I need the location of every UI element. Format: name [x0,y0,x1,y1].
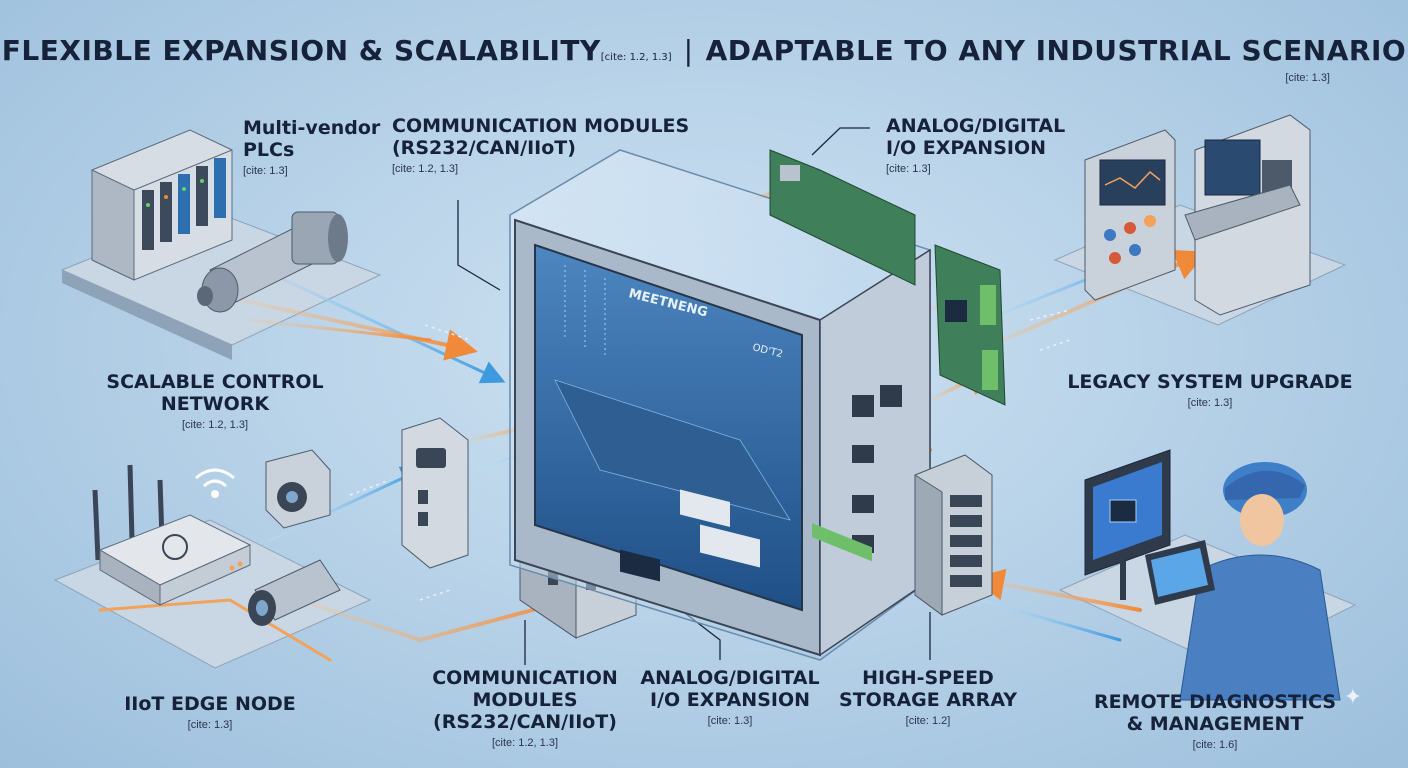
label-legacy: LEGACY SYSTEM UPGRADE [cite: 1.3] [1060,371,1360,409]
label-iiot-line1: IIoT EDGE NODE [124,693,296,715]
plc-rack-icon [91,129,233,281]
io-board-icon [769,149,916,562]
label-remote-cite: [cite: 1.6] [1192,738,1238,751]
io-module-icon [401,417,469,569]
operator-icon [1084,449,1341,701]
title-right: ADAPTABLE TO ANY INDUSTRIAL SCENARIO [705,34,1407,67]
control-cabinet-icon [1084,114,1311,316]
storage-array-icon [914,454,993,616]
title-left: FLEXIBLE EXPANSION & SCALABILITY [1,34,601,67]
label-plcs: Multi-vendor PLCs [cite: 1.3] [243,117,381,177]
sparkle-icon: ✦ [1343,684,1362,709]
label-io-top-line1: ANALOG/DIGITAL [886,115,1066,137]
label-storage-line2: STORAGE ARRAY [839,688,1017,711]
label-remote-line2: & MANAGEMENT [1126,712,1304,735]
label-comm-top: COMMUNICATION MODULES (RS232/CAN/IIoT) [… [392,115,690,175]
servo-motor-icon [197,211,348,313]
title-right-cite: [cite: 1.3] [1285,72,1330,84]
label-remote: REMOTE DIAGNOSTICS & MANAGEMENT [cite: 1… [1090,691,1340,751]
label-comm-bottom-line1: COMMUNICATION [432,667,618,689]
label-io-top-cite: [cite: 1.3] [886,162,931,175]
wifi-icon [195,468,235,498]
label-io-top-line2: I/O EXPANSION [886,136,1046,159]
edge-router-icon [92,464,252,606]
label-storage-line1: HIGH-SPEED [862,667,994,689]
label-comm-bottom-line2: MODULES [472,688,578,711]
label-comm-bottom-line3: (RS232/CAN/IIoT) [433,710,617,733]
label-io-bottom-cite: [cite: 1.3] [707,714,753,727]
label-legacy-line1: LEGACY SYSTEM UPGRADE [1067,371,1353,393]
label-comm-top-cite: [cite: 1.2, 1.3] [392,162,459,175]
label-plcs-line1: Multi-vendor [243,117,381,139]
label-remote-line1: REMOTE DIAGNOSTICS [1093,691,1337,713]
io-board-icon-2 [934,244,1006,406]
label-legacy-cite: [cite: 1.3] [1187,396,1233,409]
label-plcs-line2: PLCs [243,138,295,161]
label-io-bottom-line1: ANALOG/DIGITAL [640,667,820,689]
label-io-bottom-line2: I/O EXPANSION [650,688,810,711]
title-left-cite: [cite: 1.2, 1.3] [600,52,672,63]
label-storage-cite: [cite: 1.2] [905,714,951,727]
label-storage: HIGH-SPEED STORAGE ARRAY [cite: 1.2] [838,667,1018,727]
label-comm-bottom-cite: [cite: 1.2, 1.3] [491,736,559,749]
label-network-cite: [cite: 1.2, 1.3] [181,418,249,431]
decor-ticks [349,309,1071,601]
label-iiot-cite: [cite: 1.3] [187,718,233,731]
label-network-line1: SCALABLE CONTROL NETWORK [106,371,324,415]
label-io-top: ANALOG/DIGITAL I/O EXPANSION [cite: 1.3] [886,115,1066,175]
camera-icon-2 [248,559,341,626]
page-title: FLEXIBLE EXPANSION & SCALABILITY[cite: 1… [0,34,1408,67]
label-comm-top-line2: (RS232/CAN/IIoT) [392,136,576,159]
title-separator: | [683,34,694,67]
label-io-bottom: ANALOG/DIGITAL I/O EXPANSION [cite: 1.3] [630,667,830,727]
label-comm-top-line1: COMMUNICATION MODULES [392,115,690,137]
label-plcs-cite: [cite: 1.3] [243,164,288,177]
camera-icon [265,449,331,529]
label-network: SCALABLE CONTROL NETWORK [cite: 1.2, 1.3… [55,371,375,431]
label-iiot: IIoT EDGE NODE [cite: 1.3] [110,693,310,731]
label-comm-bottom: COMMUNICATION MODULES (RS232/CAN/IIoT) [… [420,667,630,749]
